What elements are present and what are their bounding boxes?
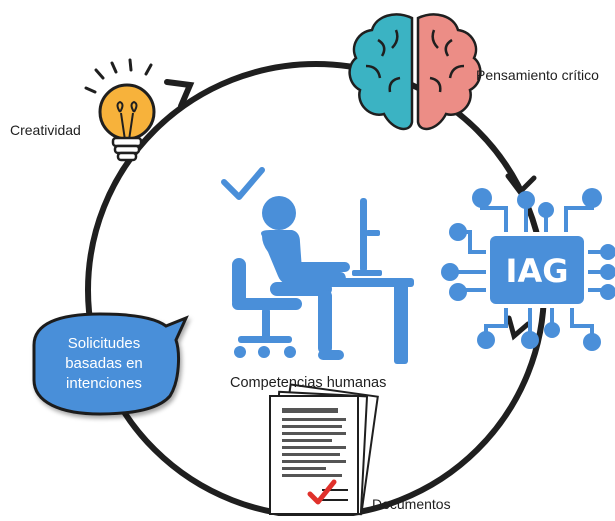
checkmark-icon — [221, 167, 265, 200]
solicitudes-line: Solicitudes — [67, 335, 141, 352]
competencias-humanas-label: Competencias humanas — [230, 375, 387, 391]
solicitudes-label: Solicitudes basadas en intenciones — [40, 334, 168, 394]
arrow-icon — [506, 315, 531, 341]
pensamiento-critico-label: Pensamiento crítico — [476, 67, 599, 83]
chip-icon: IAG — [441, 188, 615, 351]
brain-icon — [348, 13, 482, 131]
documentos-label: Documentos — [372, 496, 451, 512]
chip-label: IAG — [506, 252, 569, 290]
document-icon — [269, 383, 379, 516]
arrow-icon — [164, 79, 195, 109]
arrow-icon — [505, 173, 537, 196]
solicitudes-line: intenciones — [66, 375, 142, 392]
creatividad-label: Creatividad — [10, 122, 81, 138]
lightbulb-icon — [84, 58, 156, 162]
person-at-desk-icon — [232, 196, 414, 364]
speech-bubble-icon — [32, 312, 189, 416]
solicitudes-line: basadas en — [65, 355, 143, 372]
